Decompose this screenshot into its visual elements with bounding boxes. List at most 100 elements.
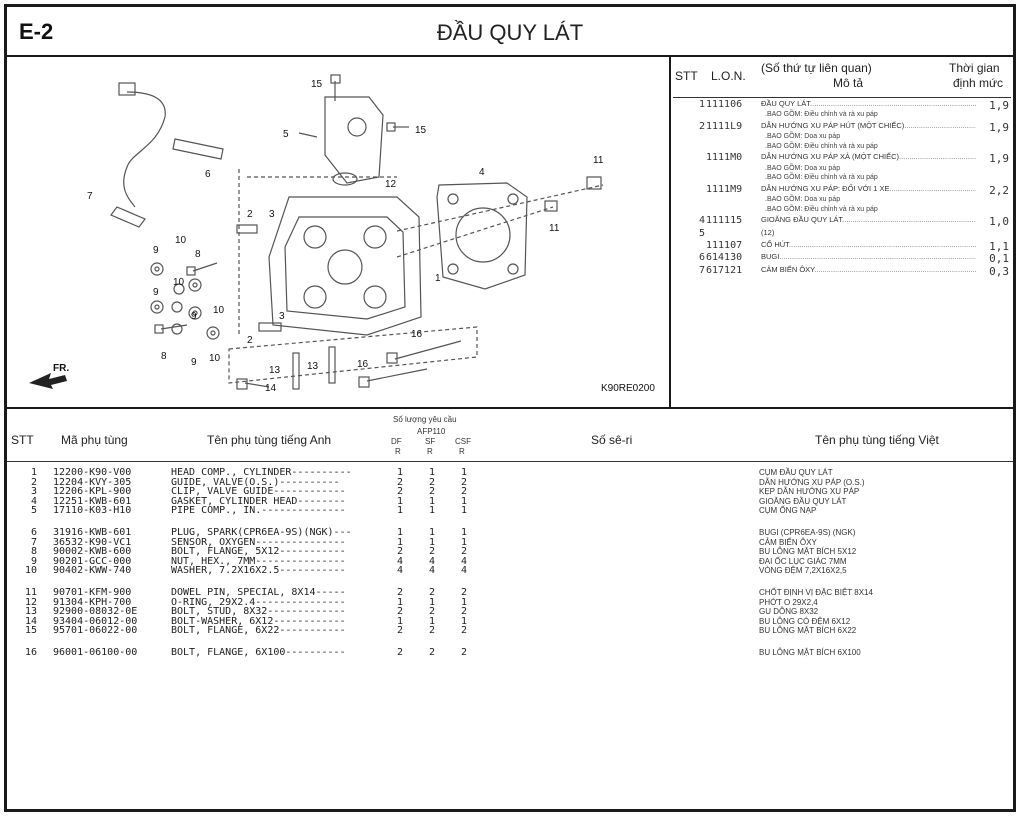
- col-header-name-en: Tên phụ tùng tiếng Anh: [207, 433, 332, 447]
- callout-5: 5: [283, 129, 289, 140]
- part-name-vi: CỤM ĐẦU QUY LÁT: [759, 468, 833, 477]
- ref-header-time2: định mức: [953, 76, 1004, 90]
- ref-stt: 4: [698, 215, 705, 227]
- qty-df: 2: [396, 587, 404, 598]
- callout-4: 4: [479, 167, 485, 178]
- part-name-en: CLIP, VALVE GUIDE------------: [171, 486, 346, 498]
- ref-header-lon: L.O.N.: [711, 69, 746, 83]
- leader-dots: ........................................…: [899, 152, 976, 162]
- qty-csf: 1: [460, 615, 468, 627]
- ref-description: CỔ HÚT..................................…: [761, 240, 976, 249]
- row-stt: 13: [24, 606, 37, 618]
- col-header-stt: STT: [11, 433, 34, 447]
- qty-csf: 1: [460, 596, 468, 608]
- part-name-vi: BU LÔNG MẶT BÍCH 6X22: [759, 626, 857, 636]
- ref-header-time1: Thời gian: [949, 61, 1000, 75]
- part-name-en: GASKET, CYLINDER HEAD--------: [171, 495, 346, 507]
- qty-df: 4: [396, 565, 404, 577]
- qty-sf: 1: [428, 596, 436, 608]
- callout-16a: 16: [411, 329, 423, 340]
- ref-description-text: DẪN HƯỚNG XU PÁP HÚT (MỘT CHIẾC): [761, 120, 905, 130]
- callout-10a: 10: [175, 235, 187, 246]
- ref-time: 0,3: [989, 264, 1009, 278]
- part-name-vi: VÒNG ĐỆM 7,2X16X2,5: [759, 566, 847, 576]
- leader-dots: ........................................…: [810, 99, 976, 108]
- ref-description: DẪN HƯỚNG XU PÁP: ĐỐI VỚI 1 XE..........…: [761, 184, 976, 193]
- fr-label: FR.: [53, 363, 69, 374]
- row-stt: 3: [30, 486, 37, 498]
- ref-sub-note: .BAO GỒM: Doa xu páp: [765, 196, 841, 204]
- part-name-en: BOLT, FLANGE, 6X22-----------: [171, 625, 346, 637]
- qty-sf: 2: [428, 587, 436, 598]
- ref-lon: 614130: [706, 252, 743, 264]
- ref-description-text: BUGI: [761, 252, 780, 262]
- sensor-cable: [123, 91, 166, 208]
- part-name-en: BOLT-WASHER, 6X12------------: [171, 615, 346, 627]
- qty-df: 1: [396, 467, 404, 478]
- head-gasket: [436, 182, 528, 290]
- ref-description-text: DẪN HƯỚNG XU PÁP XẢ (MỘT CHIẾC): [761, 152, 899, 162]
- qty-csf: 2: [460, 476, 468, 488]
- ref-time: 2,2: [989, 183, 1009, 197]
- part-name-en: SENSOR, OXYGEN---------------: [171, 536, 346, 548]
- page-title: ĐẦU QUY LÁT: [436, 20, 584, 45]
- callout-1: 1: [435, 273, 441, 284]
- part-number: 12200-K90-V00: [53, 467, 132, 478]
- row-stt: 2: [30, 476, 37, 488]
- ref-description: GIOĂNG ĐẦU QUY LÁT......................…: [761, 215, 976, 224]
- ref-description: BUGI....................................…: [761, 252, 976, 261]
- qty-df: 1: [396, 495, 404, 507]
- qty-df: 1: [396, 615, 404, 627]
- part-name-vi: BU LÔNG CÓ ĐỆM 6X12: [759, 616, 851, 626]
- leader-dots: ........................................…: [814, 264, 976, 274]
- row-stt: 15: [24, 625, 37, 637]
- qty-csf: 4: [460, 555, 468, 567]
- front-arrow-icon: FR.: [29, 363, 69, 389]
- part-number: 12206-KPL-900: [53, 486, 132, 498]
- part-name-vi: BU LÔNG MẶT BÍCH 5X12: [759, 547, 857, 557]
- leader-dots: ........................................…: [904, 120, 976, 130]
- qty-csf: 2: [460, 606, 468, 618]
- part-name-vi: GU DÔNG 8X32: [759, 607, 819, 617]
- qty-csf: 2: [460, 546, 468, 558]
- callout-7: 7: [87, 191, 93, 202]
- leader-dots: ........................................…: [889, 183, 976, 193]
- row-stt: 5: [30, 505, 37, 517]
- ref-time: 1,9: [989, 152, 1009, 166]
- callout-13a: 13: [269, 365, 281, 376]
- part-name-vi: KẸP DẪN HƯỚNG XU PÁP: [759, 487, 860, 497]
- col-header-csf: CSF: [455, 437, 471, 446]
- row-stt: 16: [24, 647, 37, 658]
- cylinder-head-illustration: FR. K90RE0200 15 5 15 6 7 12 4 11 11 2 3…: [29, 74, 655, 394]
- part-number: 90201-GCC-000: [53, 555, 132, 567]
- part-number: 17110-K03-H10: [53, 505, 132, 517]
- ref-time: 1,9: [989, 120, 1009, 134]
- o-ring: [332, 172, 358, 186]
- ref-header-stt: STT: [675, 69, 698, 83]
- qty-df: 2: [396, 546, 404, 558]
- leader-dots: ........................................…: [788, 239, 976, 249]
- part-number: 93404-06012-00: [53, 615, 138, 627]
- ref-lon: 617121: [706, 264, 743, 276]
- qty-sf: 4: [428, 555, 436, 567]
- page-header: E-2 ĐẦU QUY LÁT: [7, 7, 1013, 57]
- part-name-en: DOWEL PIN, SPECIAL, 8X14-----: [171, 587, 346, 598]
- part-name-en: NUT, HEX., 7MM---------------: [171, 555, 346, 567]
- callout-15b: 15: [415, 125, 427, 136]
- ref-description-text: CẢM BIẾN ÔXY: [761, 264, 815, 274]
- qty-csf: 1: [460, 505, 468, 517]
- qty-sf: 2: [428, 486, 436, 498]
- part-name-vi: PHỚT O 29X2,4: [759, 597, 818, 607]
- ref-lon: 111107: [706, 239, 743, 251]
- ref-description-text: GIOĂNG ĐẦU QUY LÁT: [761, 215, 843, 225]
- qty-sf: 2: [428, 476, 436, 488]
- parts-table: STT Mã phụ tùng Tên phụ tùng tiếng Anh S…: [7, 407, 1013, 809]
- callout-8b: 8: [161, 351, 167, 362]
- ref-description-text: (12): [761, 227, 775, 237]
- col-header-df: DF: [391, 437, 402, 446]
- part-name-en: WASHER, 7.2X16X2.5-----------: [171, 565, 346, 577]
- row-stt: 8: [30, 546, 37, 558]
